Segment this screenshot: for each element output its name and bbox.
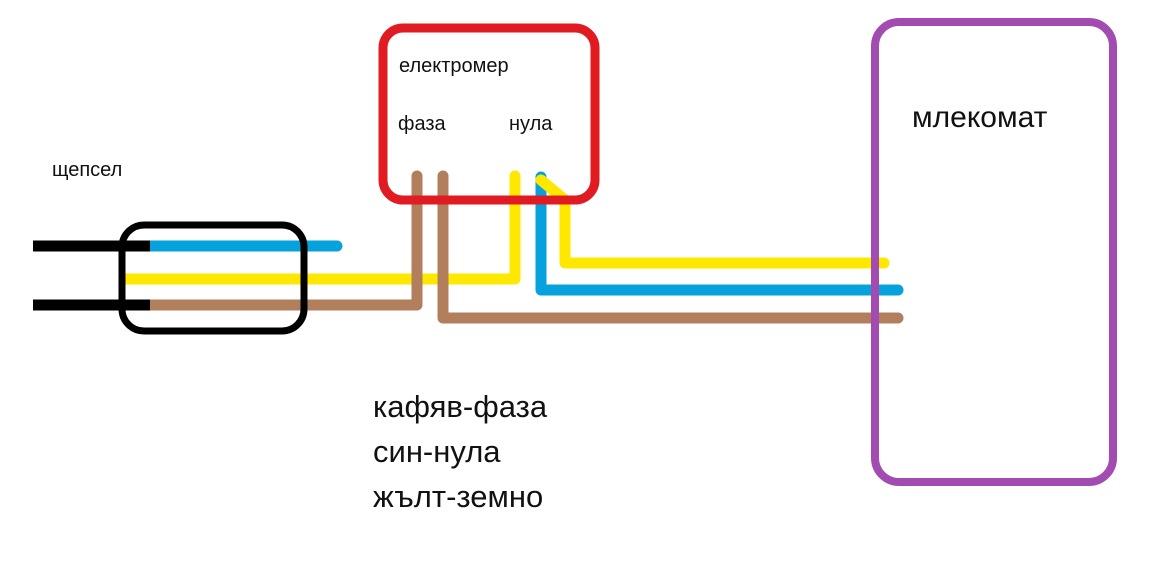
wire-color-legend: кафяв-фаза син-нула жълт-земно bbox=[373, 384, 547, 519]
meter-box-outline bbox=[378, 23, 600, 205]
wire-yellow-meter-out bbox=[535, 174, 890, 269]
wire-blue-meter-out bbox=[535, 171, 904, 296]
device-label: млекомат bbox=[912, 101, 1048, 134]
plug-label: щепсел bbox=[52, 159, 123, 181]
meter-phase-label: фаза bbox=[398, 113, 446, 135]
plug-prong-group bbox=[33, 240, 150, 311]
meter-neutral-label: нула bbox=[509, 113, 553, 135]
legend-item-brown: кафяв-фаза bbox=[373, 389, 548, 424]
wire-brown-main bbox=[144, 170, 423, 311]
wire-yellow-main bbox=[119, 170, 521, 285]
meter-label: електромер bbox=[399, 55, 509, 77]
legend-item-yellow: жълт-земно bbox=[373, 479, 544, 514]
plug-body-outline bbox=[118, 221, 308, 335]
wire-brown-meter-out bbox=[437, 170, 904, 324]
device-box-outline bbox=[871, 18, 1117, 486]
box-group bbox=[118, 18, 1117, 486]
legend-item-blue: син-нула bbox=[373, 434, 501, 469]
wire-group bbox=[119, 170, 904, 324]
